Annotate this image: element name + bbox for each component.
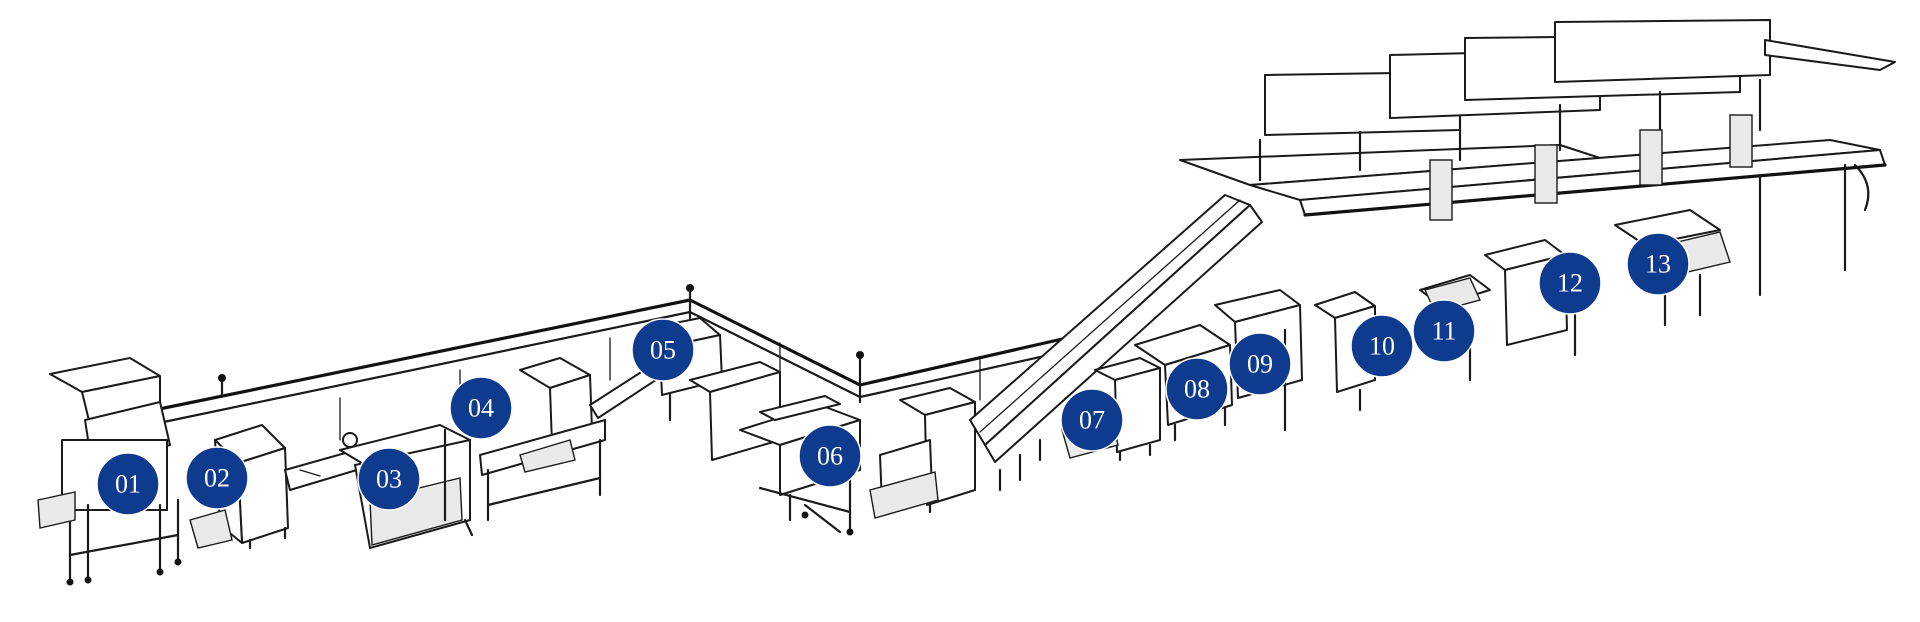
station-marker-05: 05	[631, 318, 695, 382]
machine-06b	[869, 387, 976, 519]
station-label-03: 03	[376, 465, 402, 494]
machine-04	[479, 357, 606, 522]
station-label-08: 08	[1184, 375, 1210, 404]
station-label-02: 02	[204, 464, 230, 493]
station-marker-08: 08	[1165, 357, 1229, 421]
station-marker-11: 11	[1412, 299, 1476, 363]
station-marker-10: 10	[1350, 314, 1414, 378]
station-label-09: 09	[1247, 350, 1273, 379]
station-marker-02: 02	[185, 446, 249, 510]
station-marker-07: 07	[1060, 388, 1124, 452]
station-label-06: 06	[817, 442, 843, 471]
station-marker-01: 01	[96, 452, 160, 516]
incline-conveyor	[969, 194, 1263, 492]
station-marker-12: 12	[1538, 251, 1602, 315]
station-marker-04: 04	[449, 376, 513, 440]
station-label-11: 11	[1431, 317, 1456, 346]
station-label-12: 12	[1557, 269, 1583, 298]
station-marker-06: 06	[798, 424, 862, 488]
station-marker-09: 09	[1228, 332, 1292, 396]
station-marker-13: 13	[1626, 232, 1690, 296]
station-marker-03: 03	[357, 447, 421, 511]
station-label-13: 13	[1645, 250, 1671, 279]
station-label-04: 04	[468, 394, 494, 423]
station-label-10: 10	[1369, 332, 1395, 361]
station-label-01: 01	[115, 470, 141, 499]
station-markers: 01 02 03 04 05 06 07 08	[96, 232, 1690, 516]
station-label-05: 05	[650, 336, 676, 365]
station-label-07: 07	[1079, 406, 1105, 435]
upper-structure	[1179, 19, 1896, 297]
